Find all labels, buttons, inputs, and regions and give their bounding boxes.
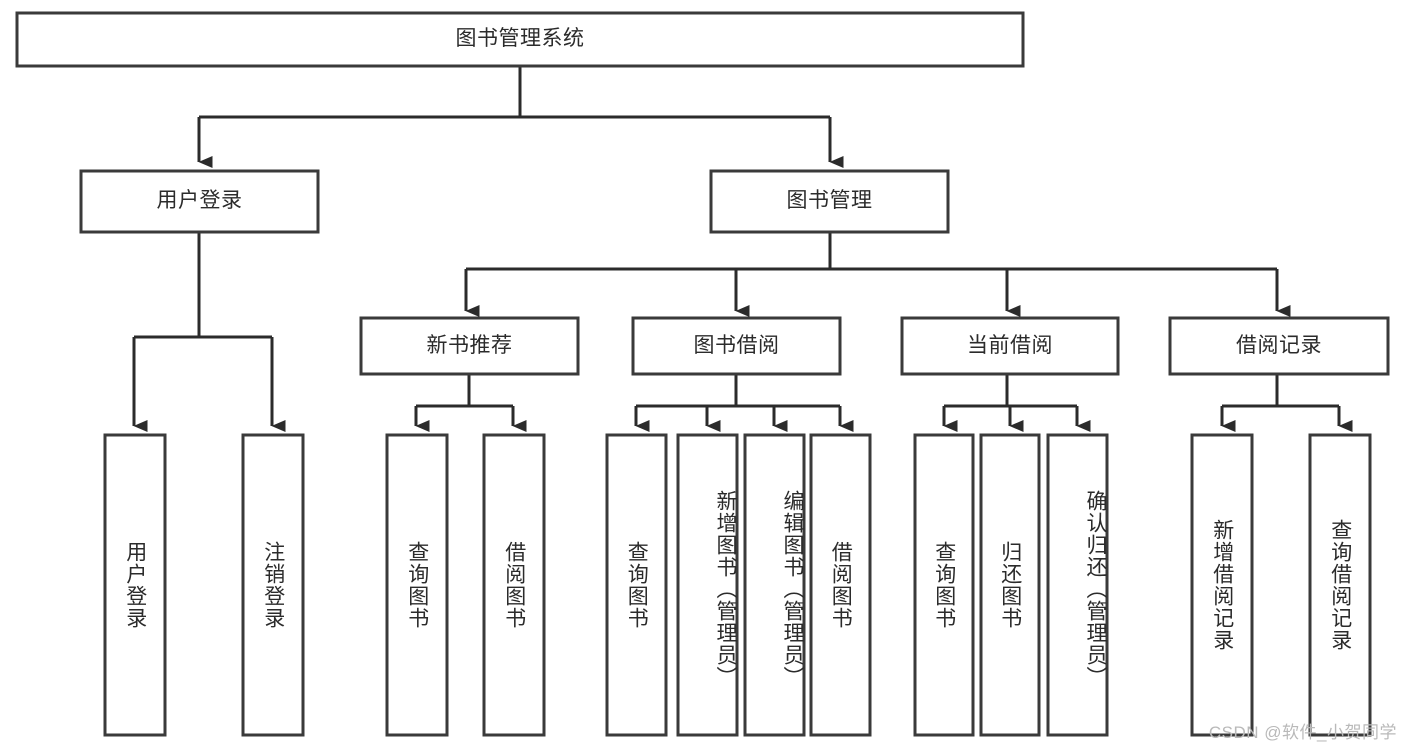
- node-box-leaf-borrow-record-1[interactable]: [1308, 433, 1372, 737]
- node-box-user-login[interactable]: [79, 169, 320, 234]
- node-box-leaf-borrow-record-0[interactable]: [1190, 433, 1254, 737]
- nodes-group: [15, 11, 1390, 737]
- node-box-leaf-book-borrow-3[interactable]: [809, 433, 872, 737]
- node-box-leaf-new-book-1[interactable]: [482, 433, 546, 737]
- node-box-new-book-recommend[interactable]: [359, 316, 580, 376]
- node-box-leaf-current-borrow-1[interactable]: [979, 433, 1041, 737]
- node-box-leaf-current-borrow-2[interactable]: [1046, 433, 1109, 737]
- node-box-leaf-current-borrow-0[interactable]: [913, 433, 975, 737]
- node-box-root[interactable]: [15, 11, 1025, 68]
- edges-group: [132, 66, 1353, 432]
- node-box-borrow-record[interactable]: [1168, 316, 1390, 376]
- node-box-current-borrow[interactable]: [900, 316, 1120, 376]
- node-box-leaf-book-borrow-0[interactable]: [605, 433, 668, 737]
- node-box-book-borrow[interactable]: [631, 316, 842, 376]
- node-box-leaf-user-login-0[interactable]: [103, 433, 167, 737]
- node-box-leaf-new-book-0[interactable]: [385, 433, 449, 737]
- node-box-leaf-user-login-1[interactable]: [241, 433, 305, 737]
- node-box-leaf-book-borrow-2[interactable]: [743, 433, 806, 737]
- node-box-book-manage[interactable]: [709, 169, 950, 234]
- node-box-leaf-book-borrow-1[interactable]: [676, 433, 739, 737]
